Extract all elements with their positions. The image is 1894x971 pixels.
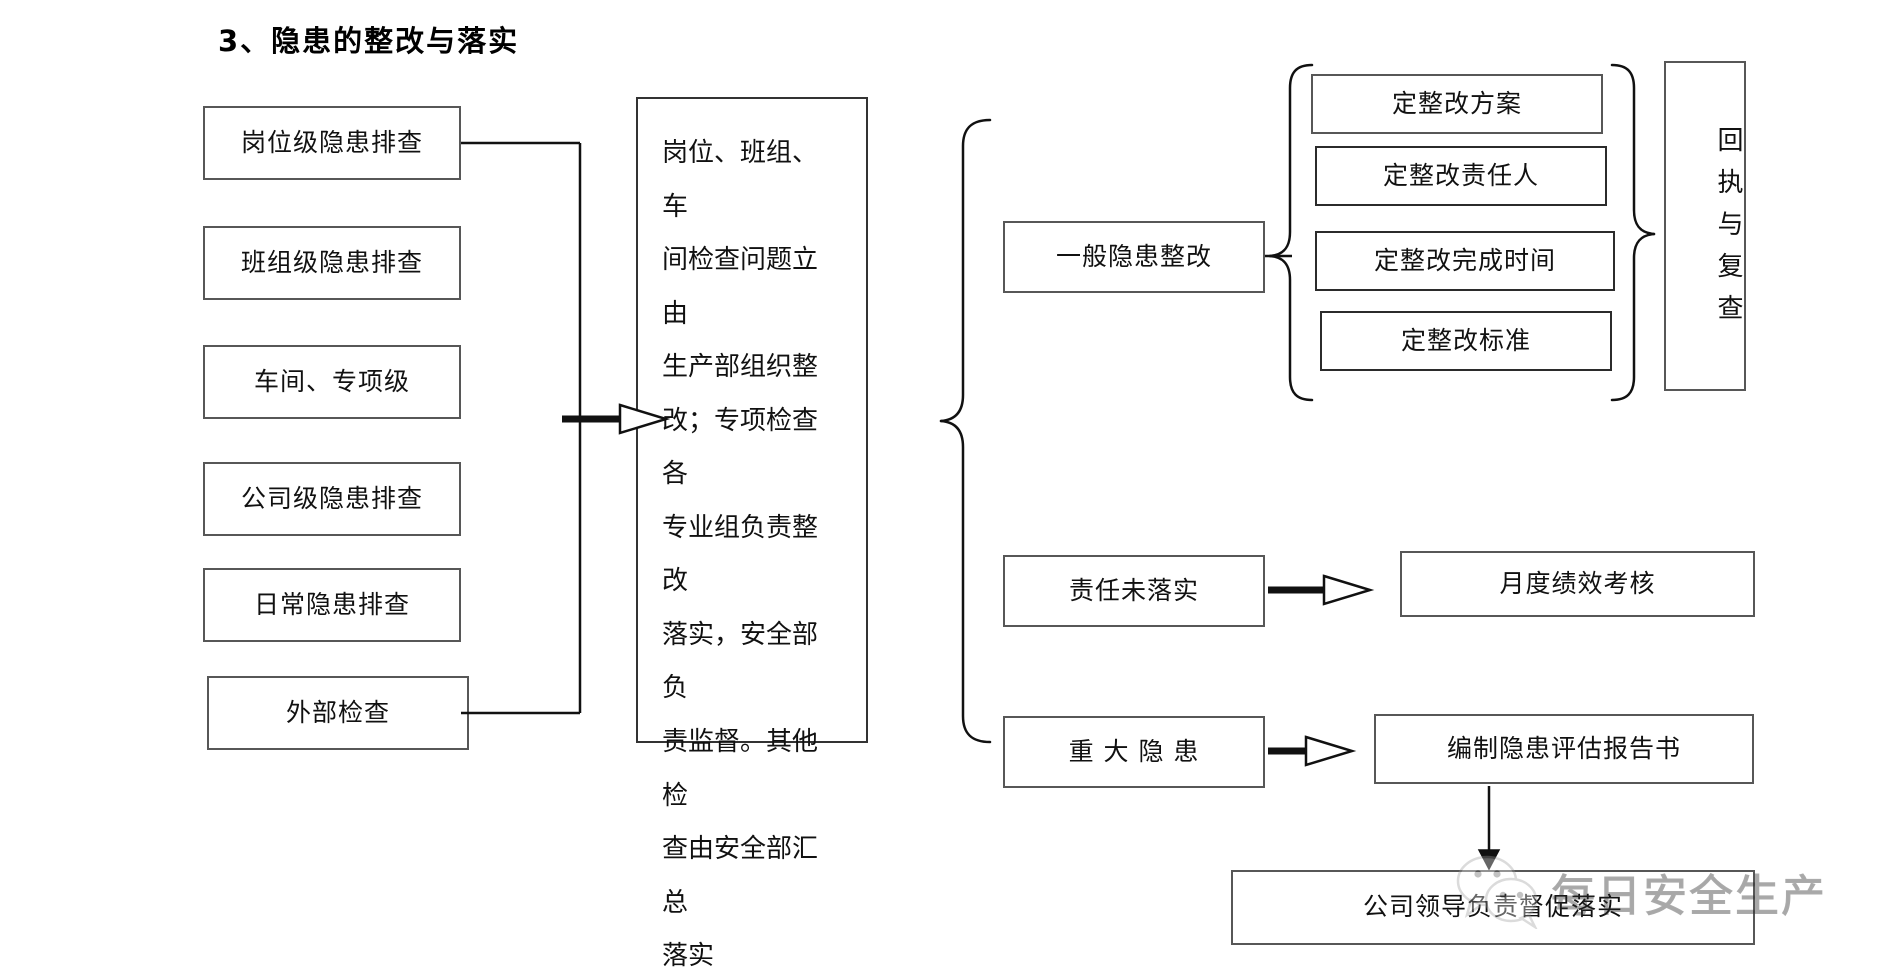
outcome-assessment-report[interactable]: 编制隐患评估报告书	[1374, 714, 1754, 784]
branch-general-rectification[interactable]: 一般隐患整改	[1003, 221, 1265, 293]
branch-label: 一般隐患整改	[1055, 241, 1212, 271]
branch-label: 责任未落实	[1068, 575, 1199, 605]
center-line: 改；专项检查各	[662, 405, 819, 490]
center-line: 落实	[662, 941, 715, 971]
left-item-daily[interactable]: 日常隐患排查	[203, 568, 461, 642]
center-right-brace	[939, 118, 992, 744]
receipt-and-recheck-box[interactable]: 回执与复查	[1664, 61, 1746, 391]
left-item-label: 岗位级隐患排查	[240, 127, 423, 157]
center-line: 责监督。其他检	[662, 727, 819, 811]
detail-standard[interactable]: 定整改标准	[1320, 311, 1612, 371]
outcome-label: 编制隐患评估报告书	[1446, 733, 1681, 763]
branch-label: 重 大 隐 患	[1068, 736, 1200, 766]
branch-major-hazard[interactable]: 重 大 隐 患	[1003, 716, 1265, 788]
detail-label: 定整改完成时间	[1373, 245, 1556, 275]
left-item-label: 日常隐患排查	[253, 589, 410, 619]
branch-responsibility-unfulfilled[interactable]: 责任未落实	[1003, 555, 1265, 627]
outcome-label: 公司领导负责督促落实	[1362, 892, 1623, 922]
left-item-team-level[interactable]: 班组级隐患排查	[203, 226, 461, 300]
detail-label: 定整改标准	[1400, 325, 1531, 355]
receipt-label: 回执与复查	[1713, 126, 1743, 336]
left-item-post-level[interactable]: 岗位级隐患排查	[203, 106, 461, 180]
page-title: 3、隐患的整改与落实	[218, 24, 520, 58]
outcome-monthly-performance[interactable]: 月度绩效考核	[1400, 551, 1755, 617]
left-item-label: 公司级隐患排查	[240, 483, 423, 513]
outcome-leader-supervision[interactable]: 公司领导负责督促落实	[1231, 870, 1755, 945]
arrow-report-to-leader	[1477, 786, 1501, 871]
detail-label: 定整改责任人	[1382, 160, 1539, 190]
detail-left-brace	[1268, 63, 1314, 402]
detail-label: 定整改方案	[1391, 88, 1522, 118]
outcome-label: 月度绩效考核	[1499, 568, 1656, 598]
left-bus-lines	[461, 141, 582, 715]
center-line: 查由安全部汇总	[662, 834, 819, 918]
center-line: 生产部组织整	[662, 352, 819, 383]
center-line: 间检查问题立由	[662, 245, 819, 329]
detail-right-brace	[1610, 63, 1656, 402]
center-process-box[interactable]: 岗位、班组、车 间检查问题立由 生产部组织整 改；专项检查各 专业组负责整改 落…	[636, 97, 868, 971]
center-line: 落实，安全部负	[662, 619, 819, 704]
left-item-label: 班组级隐患排查	[240, 247, 423, 277]
left-item-workshop-special-level[interactable]: 车间、专项级	[203, 345, 461, 419]
left-item-external[interactable]: 外部检查	[207, 676, 469, 750]
arrow-unfulfilled-to-performance	[1268, 574, 1375, 606]
left-item-label: 车间、专项级	[253, 366, 410, 396]
detail-completion-time[interactable]: 定整改完成时间	[1315, 231, 1615, 291]
left-item-company-level[interactable]: 公司级隐患排查	[203, 462, 461, 536]
center-line: 专业组负责整改	[662, 512, 819, 597]
center-line: 岗位、班组、车	[662, 138, 819, 222]
detail-plan[interactable]: 定整改方案	[1311, 74, 1603, 134]
center-process-text: 岗位、班组、车 间检查问题立由 生产部组织整 改；专项检查各 专业组负责整改 落…	[662, 127, 842, 971]
arrow-major-to-report	[1268, 735, 1357, 767]
detail-responsible-person[interactable]: 定整改责任人	[1315, 146, 1607, 206]
left-item-label: 外部检查	[285, 697, 390, 727]
